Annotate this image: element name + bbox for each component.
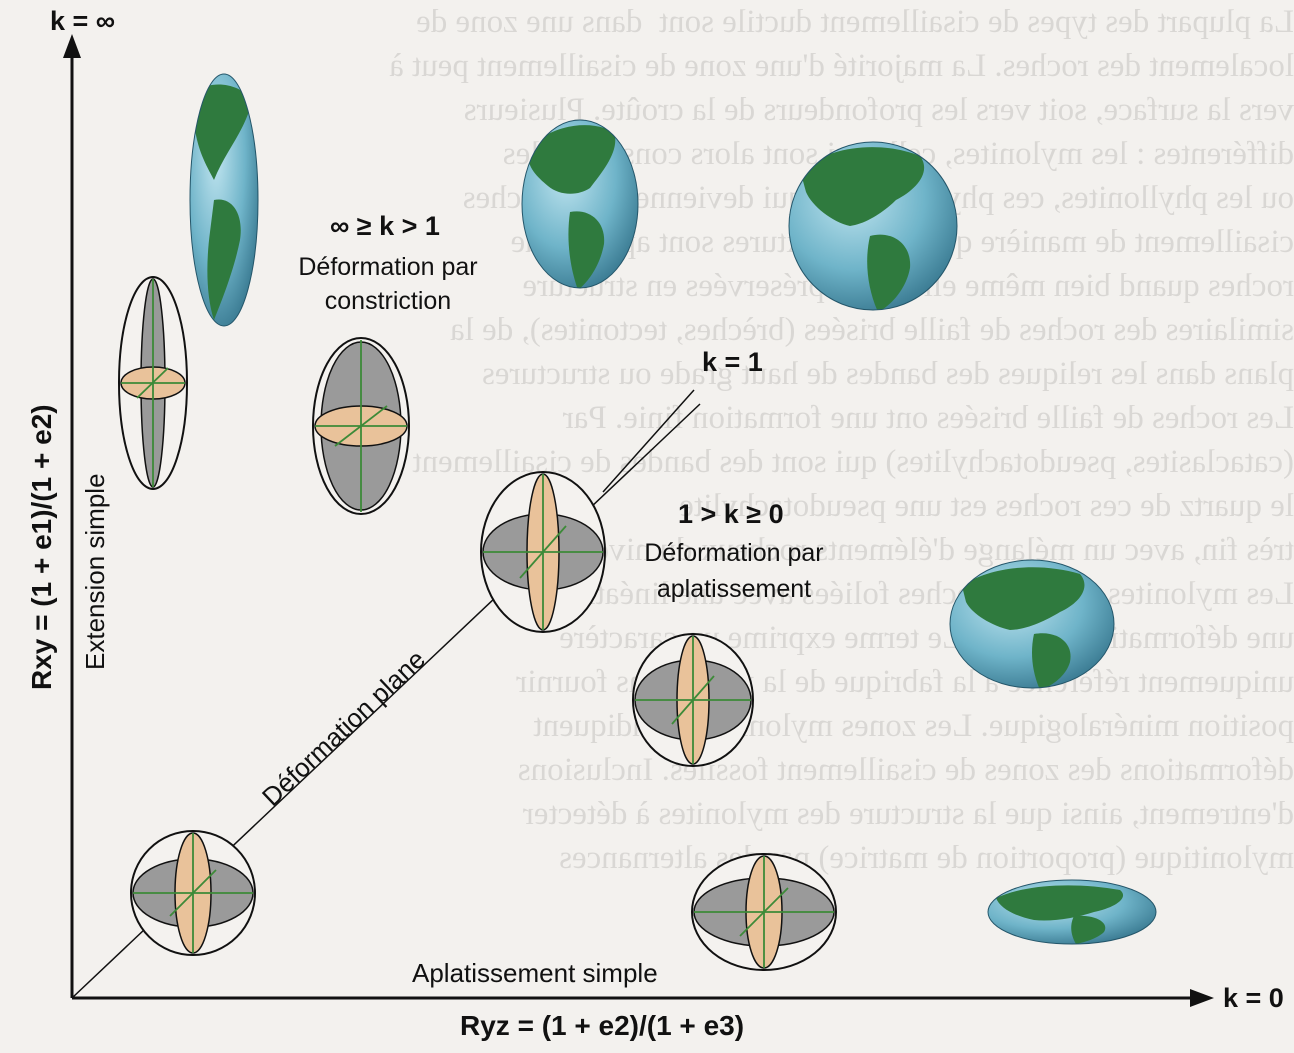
ellipsoid-plane-strain [131,831,255,955]
aplatissement-label-line1: Déformation par [624,535,844,571]
globe-prolate-medium [522,120,638,290]
x-axis-formula: Ryz = (1 + e2)/(1 + e3) [460,1010,744,1042]
ellipsoid-extension-simple [119,277,187,489]
ellipsoid-constriction [313,338,409,514]
k-one-label: k = 1 [702,347,763,378]
globe-sphere [789,142,957,312]
ellipsoid-aplatissement-simple [692,854,836,970]
constriction-label-line2: constriction [278,284,498,318]
aplatissement-simple-label: Aplatissement simple [412,958,658,989]
x-axis [72,989,1214,1007]
y-axis-end-label: k = ∞ [50,6,115,37]
globe-prolate-tall [190,74,258,326]
y-axis-formula: Rxy = (1 + e1)/(1 + e2) [26,404,58,690]
k-one-leader-line [603,390,694,492]
x-axis-end-label: k = 0 [1223,983,1284,1014]
globe-oblate-medium [950,560,1114,690]
extension-simple-label: Extension simple [80,473,111,670]
ellipsoid-aplatissement [633,634,753,766]
k-aplat-label: 1 > k ≥ 0 [678,499,784,530]
globe-oblate-flat [988,880,1156,944]
y-axis [63,34,81,998]
aplatissement-label: Déformation par aplatissement [624,535,844,607]
constriction-label-line1: Déformation par [278,250,498,284]
k-constriction-label: ∞ ≥ k > 1 [330,211,440,242]
ellipsoid-k-one [481,472,605,632]
aplatissement-label-line2: aplatissement [624,571,844,607]
constriction-label: Déformation par constriction [278,250,498,318]
